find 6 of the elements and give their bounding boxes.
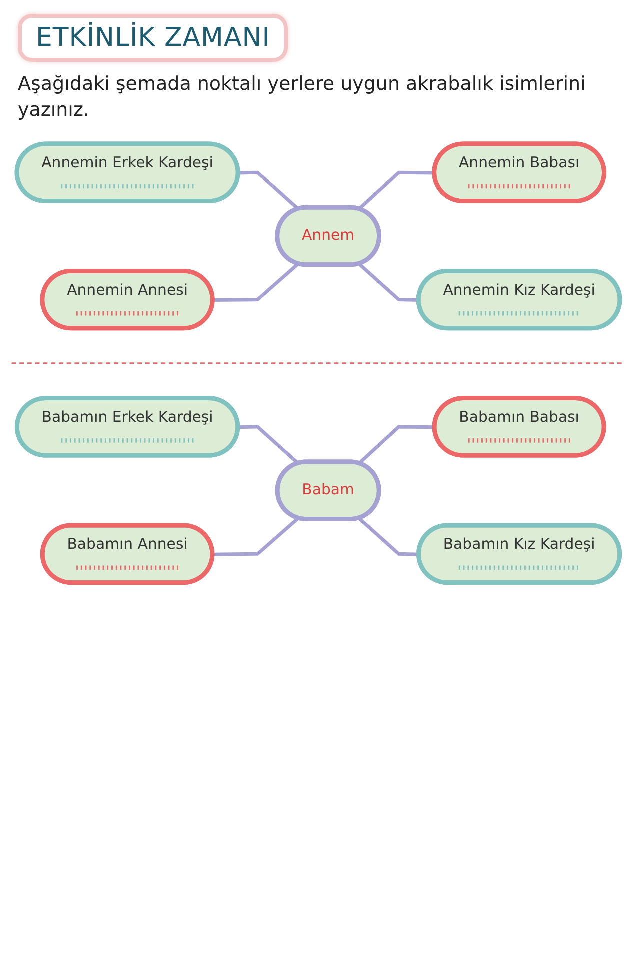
connector [358,517,420,557]
title: ETKİNLİK ZAMANI [18,14,288,62]
connector [358,263,420,302]
connector [213,263,300,302]
connector [212,517,300,557]
instruction-text: Aşağıdaki şemada noktalı yerlere uygun akrabalık isimlerini yazınız. [18,72,587,123]
